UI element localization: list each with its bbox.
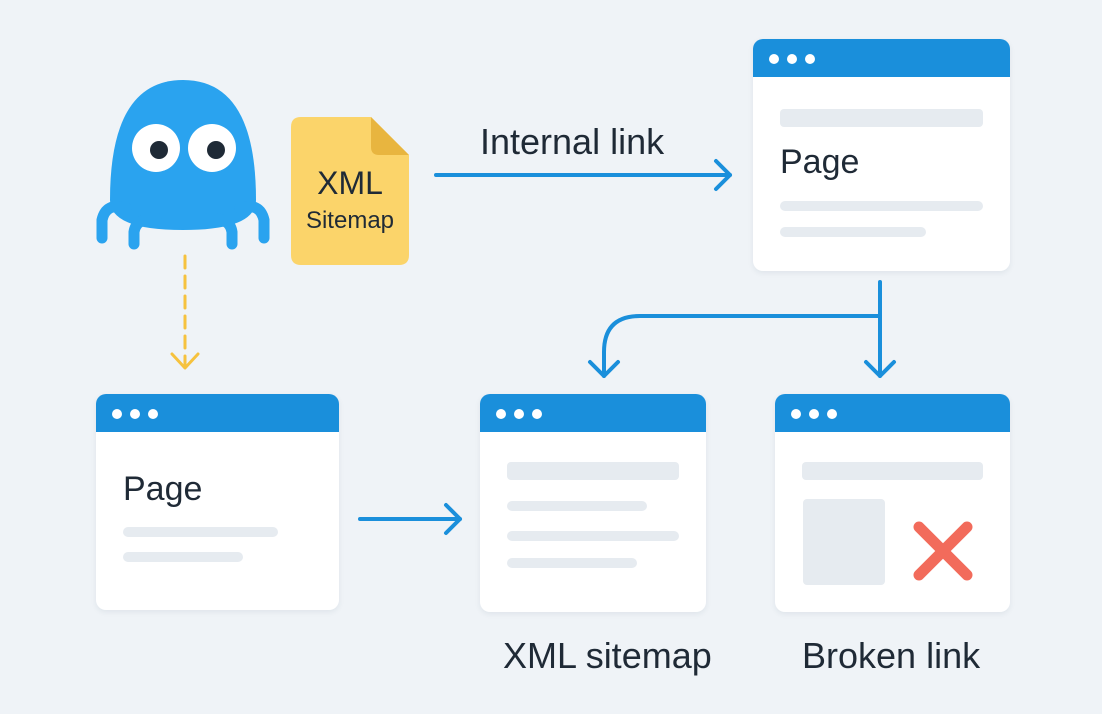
crawl-dashed-arrow: [170, 254, 200, 370]
page-window-left: Page: [96, 394, 339, 610]
window-dot-icon: [148, 409, 158, 419]
image-placeholder: [803, 499, 885, 585]
red-x-icon: [913, 521, 973, 581]
window-titlebar: [480, 394, 706, 432]
internal-link-arrow: [434, 159, 732, 191]
window-titlebar: [96, 394, 339, 432]
window-dot-icon: [805, 54, 815, 64]
content-placeholder-bar: [507, 531, 679, 541]
content-placeholder-bar: [780, 201, 983, 211]
sitemap-file-label-line1: XML: [317, 165, 383, 201]
window-dot-icon: [791, 409, 801, 419]
window-dot-icon: [514, 409, 524, 419]
window-dot-icon: [496, 409, 506, 419]
content-placeholder-bar: [123, 552, 243, 562]
page-title: Page: [123, 470, 203, 508]
window-dot-icon: [769, 54, 779, 64]
content-placeholder-bar: [507, 558, 637, 568]
content-placeholder-bar: [507, 501, 647, 511]
window-dot-icon: [787, 54, 797, 64]
content-placeholder-bar: [780, 109, 983, 127]
xml-sitemap-caption: XML sitemap: [503, 635, 712, 676]
crawler-bot-icon: [96, 80, 270, 250]
window-dot-icon: [112, 409, 122, 419]
page-to-sitemap-horizontal-arrow: [358, 503, 462, 535]
sitemap-file-label-line2: Sitemap: [305, 207, 395, 234]
xml-sitemap-window: [480, 394, 706, 612]
page-to-sitemap-arrow: [588, 314, 882, 378]
internal-link-label: Internal link: [480, 121, 665, 162]
window-dot-icon: [130, 409, 140, 419]
xml-sitemap-file-icon: XML Sitemap: [291, 117, 409, 265]
window-titlebar: [753, 39, 1010, 77]
window-dot-icon: [827, 409, 837, 419]
content-placeholder-bar: [123, 527, 278, 537]
broken-link-caption: Broken link: [802, 635, 981, 676]
page-to-broken-arrow: [864, 280, 896, 378]
content-placeholder-bar: [802, 462, 983, 480]
content-placeholder-bar: [780, 227, 926, 237]
page-window-top: Page: [753, 39, 1010, 271]
page-title: Page: [780, 143, 860, 181]
content-placeholder-bar: [507, 462, 679, 480]
window-dot-icon: [532, 409, 542, 419]
window-titlebar: [775, 394, 1010, 432]
window-dot-icon: [809, 409, 819, 419]
